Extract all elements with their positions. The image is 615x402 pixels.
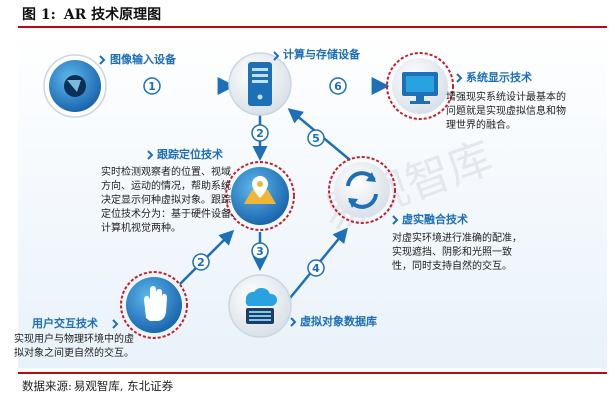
desc-interaction: 实现用户与物理环境中的虚 拟对象之间更自然的交互。	[14, 334, 134, 359]
hand-icon	[144, 286, 167, 321]
node-ring	[120, 271, 188, 339]
lens-highlight	[67, 80, 81, 92]
label-interaction: 用户交互技术	[32, 316, 98, 330]
figure-title: AR 技术原理图	[63, 7, 162, 23]
cycle-arrowhead	[348, 198, 358, 208]
node-ring	[225, 161, 295, 231]
figure-number: 图 1:	[22, 7, 56, 23]
rack-line	[249, 315, 271, 317]
step-number: 5	[312, 132, 320, 145]
step-number: 2	[256, 127, 264, 140]
node-compute	[228, 52, 292, 116]
node-display	[386, 52, 454, 120]
label-fusion: 虚实融合技术	[402, 212, 468, 226]
server-slot	[252, 68, 268, 71]
server-slot	[252, 74, 268, 77]
step-number: 4	[312, 262, 320, 275]
monitor-stand	[416, 96, 424, 101]
step-badge	[192, 253, 210, 271]
source-label: 数据来源:	[22, 379, 72, 393]
node-database	[228, 274, 292, 338]
label-marker-icon	[99, 55, 106, 65]
label-display: 系统显示技术	[466, 70, 532, 84]
label-marker-icon	[273, 51, 280, 61]
top-rule	[18, 26, 607, 28]
bottom-rule	[18, 372, 607, 374]
node-circle	[334, 162, 390, 218]
step-number: 6	[334, 80, 342, 93]
server-slot	[252, 80, 268, 83]
label-marker-icon	[147, 150, 154, 160]
step-badge	[251, 242, 269, 260]
step-number: 2	[197, 256, 205, 269]
node-ring	[386, 52, 454, 120]
step-badge	[307, 259, 325, 277]
desc-tracking: 实时检测观察者的位置、视域 方向、运动的情况，帮助系统 决定显示何种虚拟对象。跟…	[101, 167, 241, 234]
node-tracking	[225, 161, 295, 231]
node-image-input	[43, 54, 107, 118]
node-interaction	[120, 271, 188, 339]
step-badge	[251, 124, 269, 142]
node-fusion	[328, 156, 396, 224]
monitor-screen	[406, 76, 434, 92]
data-source: 数据来源:易观智库, 东北证券	[22, 378, 173, 394]
label-marker-icon	[290, 317, 297, 327]
pin-dot	[257, 181, 263, 187]
server-icon	[248, 62, 272, 106]
source-text: 易观智库, 东北证券	[73, 379, 174, 393]
step-badge	[143, 77, 161, 95]
label-markers	[99, 51, 463, 329]
label-marker-icon	[392, 215, 399, 225]
cycle-arrowhead	[366, 172, 376, 182]
label-marker-icon	[112, 319, 119, 329]
monitor-base	[410, 101, 430, 104]
desc-fusion: 对虚实环境进行准确的配准， 实现遮挡、阴影和光照一致 性，同时支持自然的交互。	[392, 233, 522, 272]
figure-caption: 图 1: AR 技术原理图	[22, 4, 161, 26]
step-badge	[329, 77, 347, 95]
label-compute: 计算与存储设备	[283, 47, 361, 61]
cloud-icon	[245, 287, 278, 306]
label-database: 虚拟对象数据库	[300, 314, 377, 328]
step-badge	[307, 129, 325, 147]
rack-line	[249, 311, 271, 313]
server-led	[257, 94, 263, 100]
node-ring	[328, 156, 396, 224]
rack-line	[249, 319, 271, 321]
step-number: 1	[148, 80, 156, 93]
desc-display: 增强现实系统设计最基本的 问题就是实现虚拟信息和物 理世界的融合。	[446, 92, 566, 131]
step-number: 3	[256, 245, 264, 258]
label-image-input: 图像输入设备	[110, 52, 177, 66]
label-marker-icon	[456, 73, 463, 83]
label-tracking: 跟踪定位技术	[157, 147, 223, 161]
step-badges: 1 2 2 3 4 5 6	[143, 77, 347, 277]
